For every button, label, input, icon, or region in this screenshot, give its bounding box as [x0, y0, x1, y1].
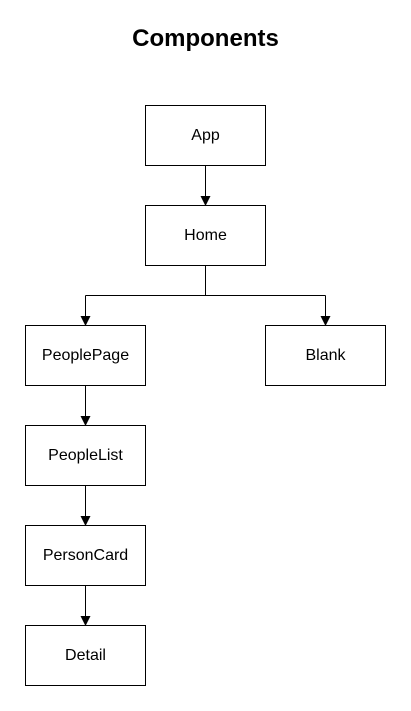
node-home: Home	[145, 205, 266, 266]
node-personcard: PersonCard	[25, 525, 146, 586]
node-peoplepage: PeoplePage	[25, 325, 146, 386]
node-app: App	[145, 105, 266, 166]
node-peoplelist: PeopleList	[25, 425, 146, 486]
node-detail: Detail	[25, 625, 146, 686]
diagram-title: Components	[132, 25, 279, 52]
node-blank: Blank	[265, 325, 386, 386]
